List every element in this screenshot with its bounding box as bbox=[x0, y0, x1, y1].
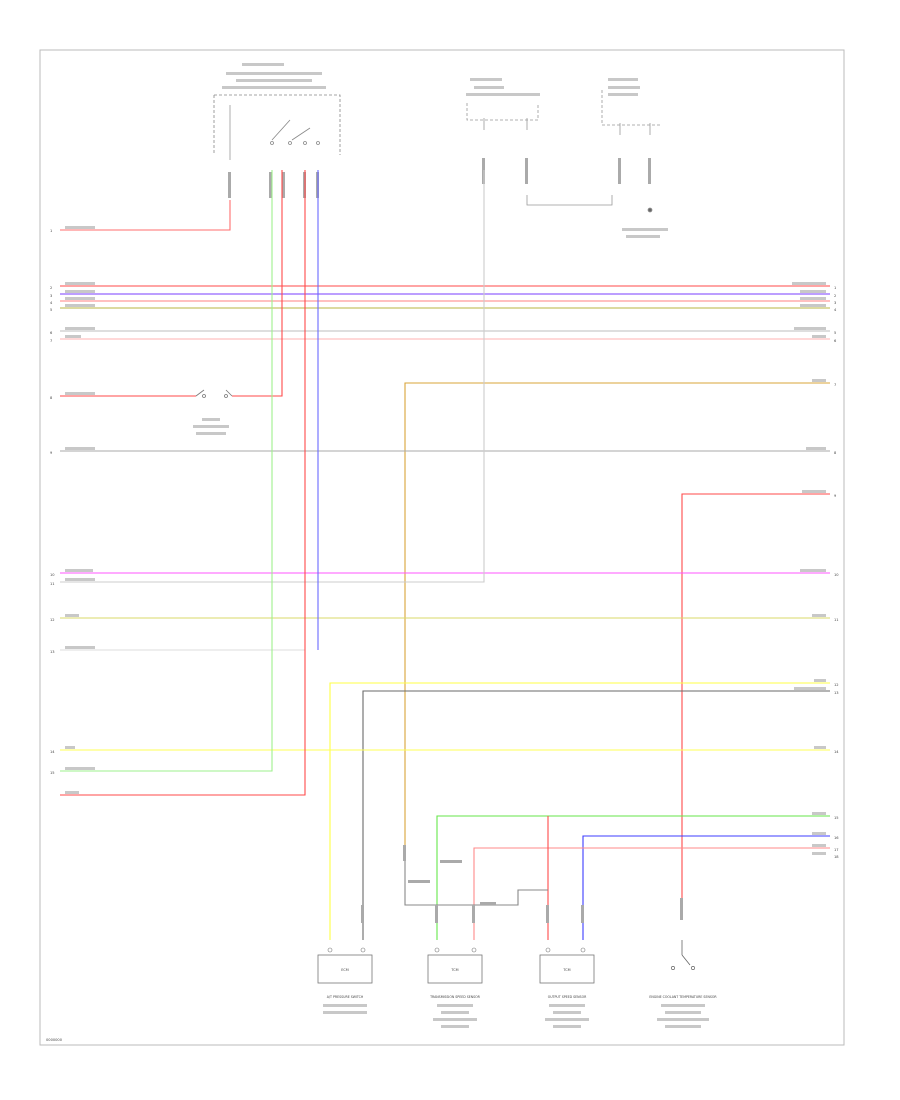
left-connector-number: 15 bbox=[50, 771, 55, 775]
component-c4-label: ENGINE COOLANT TEMPERATURE SENSOR bbox=[649, 995, 717, 999]
component-c3-box bbox=[539, 954, 595, 984]
switch-module bbox=[213, 94, 341, 160]
right-connector-number: 17 bbox=[834, 848, 839, 852]
wire-orange bbox=[404, 382, 830, 860]
component-c4: ENGINE COOLANT TEMPERATURE SENSOR bbox=[649, 940, 717, 1028]
left-connector-number: 12 bbox=[50, 618, 55, 622]
right-connector-number: 6 bbox=[834, 339, 837, 343]
left-connector-number: 9 bbox=[50, 451, 53, 455]
wire-dark-c1 bbox=[362, 690, 830, 940]
wire-pink-c2 bbox=[473, 847, 830, 940]
left-connector-number: 11 bbox=[50, 582, 55, 586]
right-connector-number: 11 bbox=[834, 618, 839, 622]
component-c2-box bbox=[427, 954, 483, 984]
left-connector-number: 4 bbox=[50, 301, 53, 305]
right-connector-number: 5 bbox=[834, 331, 836, 335]
right-connector-number: 7 bbox=[834, 383, 836, 387]
right-connector-number: 14 bbox=[834, 750, 839, 754]
right-connector-number: 10 bbox=[834, 573, 839, 577]
component-c3-label: OUTPUT SPEED SENSOR bbox=[548, 995, 587, 999]
left-connector-number: 10 bbox=[50, 573, 55, 577]
component-c3-box-text: TCM bbox=[562, 968, 570, 972]
right-connector-number: 13 bbox=[834, 691, 839, 695]
right-connector-number: 15 bbox=[834, 816, 839, 820]
inline-connector bbox=[195, 389, 233, 398]
right-connector-number: 8 bbox=[834, 451, 837, 455]
right-connector-number: 2 bbox=[834, 294, 836, 298]
wire-red-left bbox=[60, 170, 306, 796]
left-connector-number: 7 bbox=[50, 339, 52, 343]
wire-red-right bbox=[681, 493, 830, 900]
diagram-frame bbox=[39, 49, 845, 1046]
wire-gray-mid bbox=[60, 170, 485, 583]
inline-connector-label bbox=[193, 418, 229, 435]
component-c1: ECM A/T PRESSURE SWITCH bbox=[317, 947, 373, 1014]
left-wire-tags bbox=[65, 226, 95, 794]
top-connector-group-a bbox=[466, 103, 613, 206]
footer-code: 0000000 bbox=[46, 1038, 63, 1042]
left-connector-number: 13 bbox=[50, 650, 55, 654]
component-c1-box-text: ECM bbox=[341, 968, 349, 972]
bus-wires bbox=[60, 170, 830, 940]
right-wire-tags bbox=[792, 282, 826, 855]
left-connector-number: 8 bbox=[50, 396, 53, 400]
wire-green-left bbox=[60, 170, 273, 772]
wire-yellow-c1 bbox=[329, 682, 830, 940]
left-connector-number: 1 bbox=[50, 229, 52, 233]
component-c1-label: A/T PRESSURE SWITCH bbox=[327, 995, 364, 999]
wire-red-top bbox=[60, 200, 231, 231]
left-connector-number: 14 bbox=[50, 750, 55, 754]
wire-red-short bbox=[60, 170, 283, 397]
wire-tag-stubs bbox=[228, 158, 651, 198]
top-connector-group-b bbox=[601, 90, 660, 213]
left-connector-number: 2 bbox=[50, 286, 52, 290]
switch-module-title bbox=[222, 63, 326, 89]
right-connector-number: 9 bbox=[834, 494, 837, 498]
right-connector-number: 3 bbox=[834, 301, 836, 305]
component-c1-box bbox=[317, 954, 373, 984]
right-connector-number: 16 bbox=[834, 836, 839, 840]
right-connector-number: 12 bbox=[834, 683, 839, 687]
left-connector-number: 6 bbox=[50, 331, 53, 335]
right-connector-number: 18 bbox=[834, 855, 839, 859]
component-c3: TCM OUTPUT SPEED SENSOR bbox=[539, 947, 595, 1028]
left-connector-number: 3 bbox=[50, 294, 52, 298]
wire-green-c2 bbox=[436, 815, 830, 940]
top-connector-group-b-title bbox=[608, 78, 668, 238]
right-connector-number: 4 bbox=[834, 308, 837, 312]
component-c2-label: TRANSMISSION SPEED SENSOR bbox=[429, 995, 481, 999]
right-connector-number: 1 bbox=[834, 286, 836, 290]
bottom-wire-tags bbox=[361, 845, 683, 923]
component-c2: TCM TRANSMISSION SPEED SENSOR bbox=[427, 947, 483, 1028]
component-c2-box-text: TCM bbox=[450, 968, 458, 972]
top-connector-group-a-title bbox=[466, 78, 540, 96]
left-connector-number: 5 bbox=[50, 308, 52, 312]
wire-dark-link bbox=[404, 860, 548, 906]
wire-blue-c3 bbox=[582, 835, 830, 940]
